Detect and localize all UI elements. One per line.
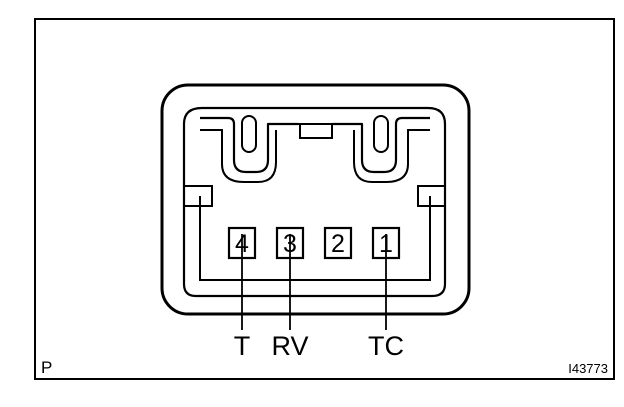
right-latch: [332, 116, 430, 174]
pin-3-signal-label: RV: [271, 331, 308, 361]
corner-label: P: [41, 358, 52, 377]
figure-frame: [34, 18, 615, 380]
right-latch-slot: [373, 115, 389, 153]
right-latch-inner: [353, 129, 430, 183]
connector-housing-inner: [182, 106, 447, 298]
center-key: [299, 123, 333, 139]
pin-2-terminal: [323, 226, 353, 260]
left-rib: [184, 185, 213, 207]
cavity-outline: [199, 196, 431, 281]
pin-4-signal-label: T: [234, 331, 251, 361]
pin-group: 4T3RV21TC: [227, 226, 404, 361]
pin-2-number: 2: [331, 230, 345, 258]
right-rib: [417, 185, 445, 207]
left-latch-slot: [241, 115, 257, 153]
connector-housing-outer: [160, 83, 471, 316]
left-latch: [200, 116, 298, 174]
figure-code: I43773: [568, 361, 608, 376]
pin-1-signal-label: TC: [368, 331, 404, 361]
left-latch-inner: [200, 129, 277, 183]
